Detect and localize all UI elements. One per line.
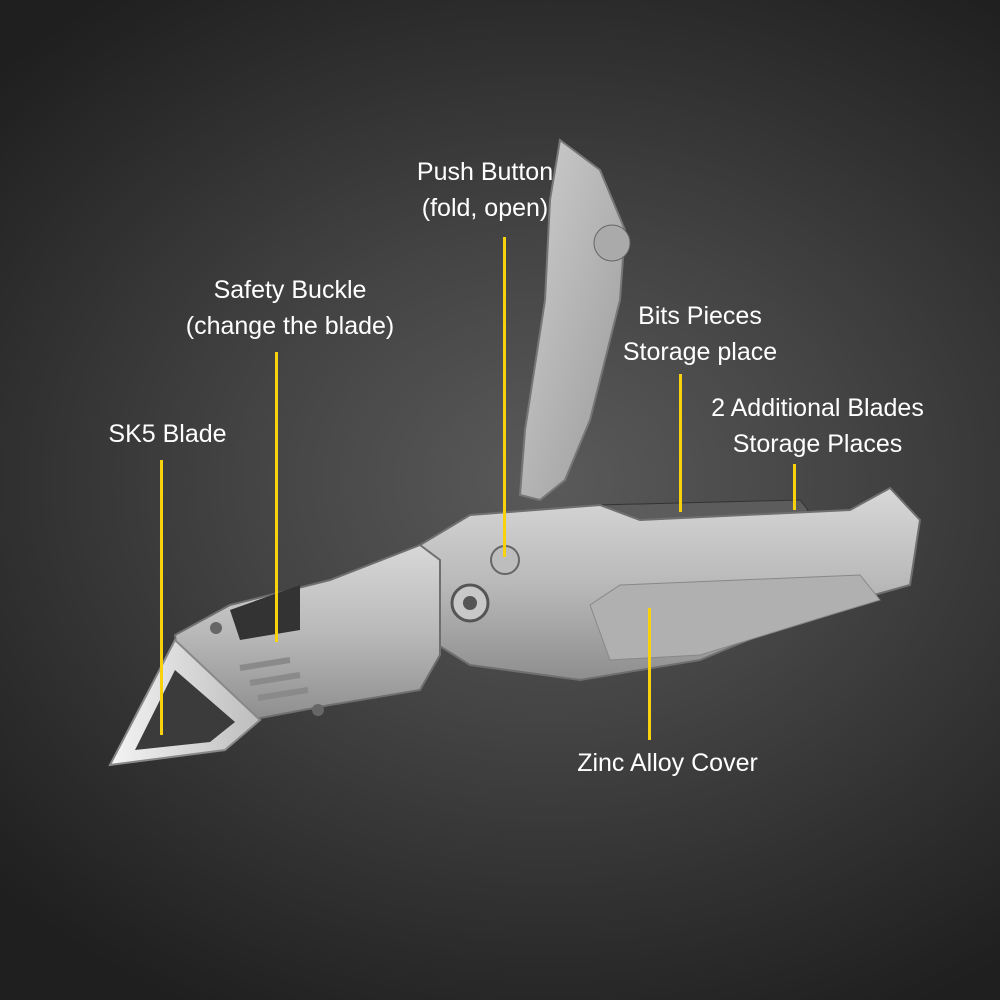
zinc-alloy-title: Zinc Alloy Cover xyxy=(577,749,758,777)
additional-blades-subtitle: Storage Places xyxy=(732,430,903,458)
push-button-subtitle: (fold, open) xyxy=(421,194,549,222)
bits-pieces-subtitle: Storage place xyxy=(622,338,778,366)
push-button-title: Push Button xyxy=(416,158,554,186)
leader-line-zinc-alloy xyxy=(648,608,651,740)
label-sk5-blade: SK5 Blade xyxy=(95,416,240,452)
sk5-blade-title: SK5 Blade xyxy=(108,420,227,448)
additional-blades-title: 2 Additional Blades xyxy=(711,394,924,422)
leader-line-safety-buckle xyxy=(275,352,278,642)
leader-line-additional-blades xyxy=(793,464,796,510)
label-zinc-alloy: Zinc Alloy Cover xyxy=(560,745,775,781)
leader-line-sk5-blade xyxy=(160,460,163,735)
safety-buckle-title: Safety Buckle xyxy=(213,276,367,304)
label-additional-blades: 2 Additional Blades Storage Places xyxy=(690,390,945,462)
leader-line-bits-pieces xyxy=(679,374,682,512)
label-push-button: Push Button (fold, open) xyxy=(395,154,575,226)
leader-line-push-button xyxy=(503,237,506,557)
safety-buckle-subtitle: (change the blade) xyxy=(185,312,395,340)
label-bits-pieces: Bits Pieces Storage place xyxy=(600,298,800,370)
bits-pieces-title: Bits Pieces xyxy=(638,302,762,330)
label-safety-buckle: Safety Buckle (change the blade) xyxy=(165,272,415,344)
